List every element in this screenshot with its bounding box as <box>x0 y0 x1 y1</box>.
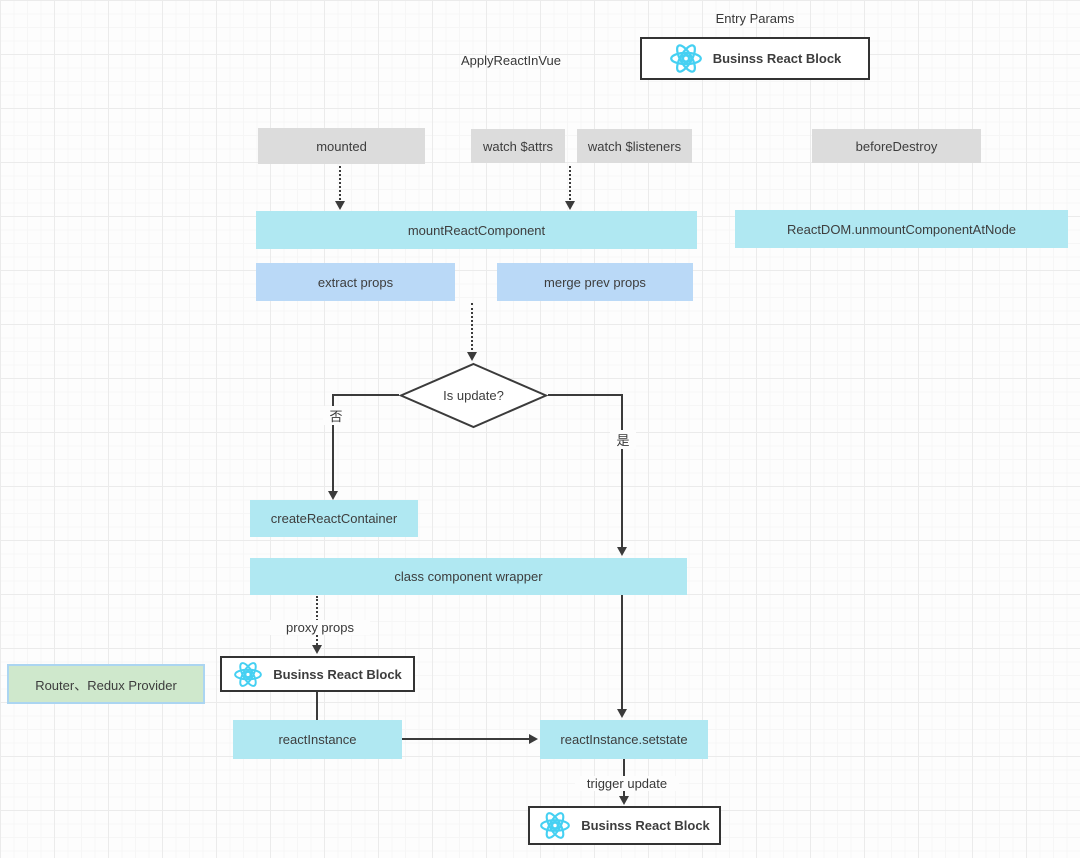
decision-is-update: Is update? <box>398 362 549 429</box>
react-logo-icon <box>539 811 571 840</box>
connector-mounted-to-mount <box>339 166 341 204</box>
arrowhead-down <box>619 796 629 805</box>
branch-no-label: 否 <box>323 406 349 425</box>
connector-no-branch-vertical <box>332 394 334 493</box>
node-label: Is update? <box>443 388 504 403</box>
connector-yes-branch-vertical <box>621 394 623 548</box>
node-label: ReactDOM.unmountComponentAtNode <box>786 221 1017 237</box>
node-label: Businss React Block <box>581 818 710 833</box>
node-label: mountReactComponent <box>407 222 546 238</box>
node-extract-props: extract props <box>256 263 455 301</box>
node-label: merge prev props <box>544 274 646 290</box>
node-watch-attrs: watch $attrs <box>471 129 565 163</box>
node-before-destroy: beforeDestroy <box>812 129 981 163</box>
node-label: watch $listeners <box>587 138 682 154</box>
node-reactdom-unmount: ReactDOM.unmountComponentAtNode <box>735 210 1068 248</box>
connector-wrapper-to-setstate <box>621 595 623 711</box>
arrowhead-down <box>617 709 627 718</box>
node-label: Businss React Block <box>712 51 842 66</box>
connector-watch-to-mount <box>569 166 571 204</box>
connector-block-to-instance <box>316 692 318 720</box>
node-react-block-top: Businss React Block <box>640 37 870 80</box>
node-label: Businss React Block <box>273 666 402 682</box>
node-label: reactInstance <box>278 732 357 747</box>
arrowhead-down <box>565 201 575 210</box>
connector-props-to-decision <box>471 303 473 354</box>
arrowhead-right <box>529 734 538 744</box>
proxy-props-label: proxy props <box>270 620 370 635</box>
node-label: class component wrapper <box>394 569 543 584</box>
node-mount-react-component: mountReactComponent <box>256 211 697 249</box>
connector-no-branch-horizontal <box>332 394 399 396</box>
node-watch-listeners: watch $listeners <box>577 129 692 163</box>
node-label: reactInstance.setstate <box>560 732 688 747</box>
arrowhead-down <box>617 547 627 556</box>
node-label: extract props <box>317 274 394 290</box>
arrowhead-down <box>312 645 322 654</box>
node-class-component-wrapper: class component wrapper <box>250 558 687 595</box>
node-react-instance-setstate: reactInstance.setstate <box>540 720 708 759</box>
node-react-instance: reactInstance <box>233 720 402 759</box>
arrowhead-down <box>328 491 338 500</box>
react-logo-icon <box>233 661 263 688</box>
apply-react-in-vue-label: ApplyReactInVue <box>461 53 561 68</box>
node-create-react-container: createReactContainer <box>250 500 418 537</box>
arrowhead-down <box>467 352 477 361</box>
node-react-block-bottom: Businss React Block <box>528 806 721 845</box>
react-logo-icon <box>669 43 703 74</box>
branch-yes-label: 是 <box>610 430 636 449</box>
connector-instance-to-setstate <box>402 738 531 740</box>
node-merge-prev-props: merge prev props <box>497 263 693 301</box>
node-label: Router、Redux Provider <box>35 677 177 693</box>
entry-params-label: Entry Params <box>715 11 795 26</box>
node-label: mounted <box>316 138 367 154</box>
connector-yes-branch-horizontal <box>548 394 623 396</box>
node-label: createReactContainer <box>270 511 398 526</box>
node-react-block-middle: Businss React Block <box>220 656 415 692</box>
node-mounted: mounted <box>258 128 425 164</box>
diamond-shape <box>398 362 549 429</box>
arrowhead-down <box>335 201 345 210</box>
node-router-redux-provider: Router、Redux Provider <box>7 664 205 704</box>
node-label: watch $attrs <box>482 138 554 154</box>
trigger-update-label: trigger update <box>575 776 679 791</box>
node-label: beforeDestroy <box>855 138 938 154</box>
